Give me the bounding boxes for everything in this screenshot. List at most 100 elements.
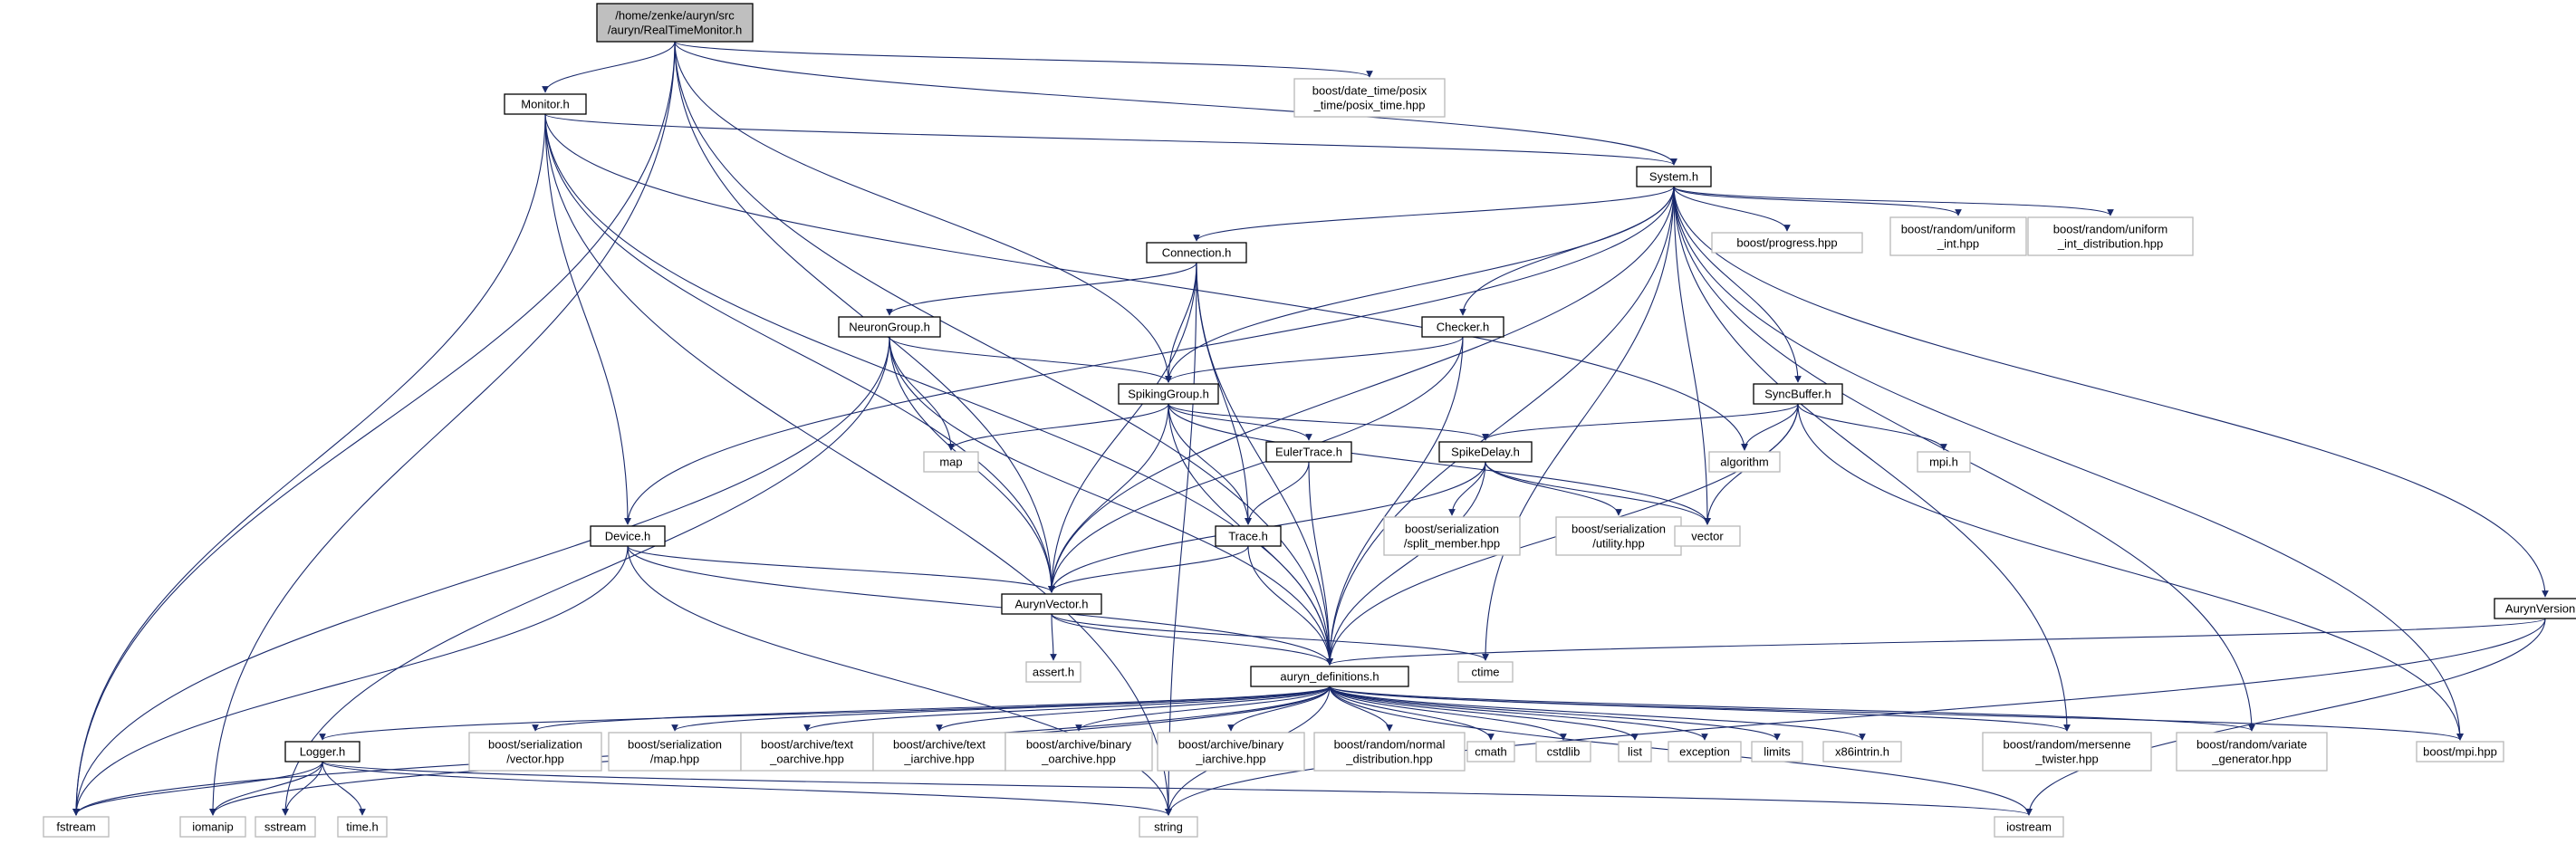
edge-defs-to-boost_mpi <box>1329 686 2464 741</box>
edge-aurynvector-to-ctime <box>1051 613 1489 661</box>
node-posix_time: boost/date_time/posix_time/posix_time.hp… <box>1293 78 1446 118</box>
node-defs[interactable]: auryn_definitions.h <box>1250 666 1409 687</box>
node-binary_iarchive-box <box>1157 732 1305 772</box>
node-list: list <box>1618 741 1652 762</box>
node-text_oarchive: boost/archive/text_oarchive.hpp <box>740 732 874 772</box>
node-checker-box <box>1421 316 1504 338</box>
node-connection-box <box>1146 242 1247 264</box>
node-split_member-label: boost/serialization <box>1405 523 1499 536</box>
node-logger-box <box>284 741 360 762</box>
node-syncbuffer[interactable]: SyncBuffer.h <box>1753 383 1843 405</box>
node-mersenne-box <box>1982 732 2152 772</box>
edge-neurongroup-to-defs <box>889 336 1333 666</box>
node-monitor[interactable]: Monitor.h <box>504 93 587 115</box>
edge-spikedelay-to-utility <box>1485 461 1622 516</box>
node-iostream-label: iostream <box>2006 820 2052 834</box>
node-mersenne-label: boost/random/mersenne <box>2004 738 2131 752</box>
node-sstream: sstream <box>255 816 316 838</box>
node-trace[interactable]: Trace.h <box>1215 525 1282 547</box>
node-vector-label: vector <box>1691 530 1724 543</box>
node-utility-label: boost/serialization <box>1572 523 1666 536</box>
edge-syncbuffer-to-algorithm <box>1741 403 1799 451</box>
edge-defs-to-list <box>1329 686 1639 741</box>
edge-system-to-ctime <box>1482 186 1675 661</box>
node-cstdlib: cstdlib <box>1535 741 1591 762</box>
edge-trace-to-aurynvector <box>1048 545 1249 593</box>
edge-root-to-spikinggroup <box>674 41 1172 383</box>
edge-system-to-mersenne <box>1673 186 2071 732</box>
node-root-label: /home/zenke/auryn/src <box>615 9 735 23</box>
node-list-label: list <box>1628 745 1642 759</box>
node-binary_oarchive-box <box>1004 732 1153 772</box>
node-neurongroup[interactable]: NeuronGroup.h <box>838 316 941 338</box>
edge-syncbuffer-to-mpi_h <box>1797 403 1947 451</box>
edge-checker-to-defs <box>1326 336 1464 666</box>
node-string-label: string <box>1154 820 1183 834</box>
node-map-box <box>923 451 979 473</box>
node-trace-label: Trace.h <box>1228 530 1268 543</box>
node-uniform_int_dist-box <box>2027 216 2194 256</box>
node-progress: boost/progress.hpp <box>1711 232 1863 254</box>
edge-system-to-boost_mpi <box>1673 186 2464 741</box>
node-normal_dist-label: _distribution.hpp <box>1345 753 1432 766</box>
node-limits-label: limits <box>1764 745 1791 759</box>
node-system[interactable]: System.h <box>1636 166 1712 187</box>
edge-system-to-syncbuffer <box>1673 186 1802 383</box>
node-mpi_h-box <box>1917 451 1971 473</box>
edge-neurongroup-to-map <box>889 336 955 451</box>
edge-root-to-posix_time <box>674 41 1373 78</box>
node-algorithm-label: algorithm <box>1720 456 1768 469</box>
edge-defs-to-limits <box>1329 686 1781 741</box>
node-spikinggroup[interactable]: SpikingGroup.h <box>1118 383 1219 405</box>
node-cstdlib-box <box>1535 741 1591 762</box>
node-aurynversion-label: AurynVersion.h <box>2505 602 2576 616</box>
node-uniform_int-label: boost/random/uniform <box>1901 223 2015 236</box>
node-checker-label: Checker.h <box>1437 321 1490 334</box>
node-aurynvector-label: AurynVector.h <box>1015 598 1089 611</box>
node-spikedelay[interactable]: SpikeDelay.h <box>1438 441 1533 463</box>
edge-spikinggroup-to-spikedelay <box>1168 403 1489 441</box>
node-algorithm: algorithm <box>1708 451 1781 473</box>
node-device-box <box>590 525 666 547</box>
edge-system-to-spikinggroup <box>1165 186 1675 383</box>
node-root[interactable]: /home/zenke/auryn/src/auryn/RealTimeMoni… <box>596 3 754 43</box>
node-iostream: iostream <box>1994 816 2064 838</box>
node-checker[interactable]: Checker.h <box>1421 316 1504 338</box>
node-eulertrace[interactable]: EulerTrace.h <box>1265 441 1352 463</box>
node-ser_vector-box <box>468 732 602 772</box>
node-limits: limits <box>1751 741 1803 762</box>
edge-root-to-iomanip <box>209 41 676 816</box>
edge-logger-to-sstream <box>282 761 323 816</box>
edge-trace-to-defs <box>1247 545 1333 666</box>
node-connection[interactable]: Connection.h <box>1146 242 1247 264</box>
nodes-layer: /home/zenke/auryn/src/auryn/RealTimeMoni… <box>43 3 2576 838</box>
node-posix_time-label: boost/date_time/posix <box>1312 84 1427 98</box>
edge-defs-to-binary_oarchive <box>1075 686 1331 732</box>
node-list-box <box>1618 741 1652 762</box>
node-aurynvector[interactable]: AurynVector.h <box>1001 593 1102 615</box>
edge-system-to-uniform_int <box>1673 186 1962 216</box>
node-utility: boost/serialization/utility.hpp <box>1555 516 1682 556</box>
edge-defs-to-exception <box>1329 686 1708 741</box>
node-device[interactable]: Device.h <box>590 525 666 547</box>
edge-checker-to-spikinggroup <box>1165 336 1464 383</box>
node-uniform_int_dist-label: boost/random/uniform <box>2053 223 2167 236</box>
node-connection-label: Connection.h <box>1162 246 1232 260</box>
node-variate-label: _generator.hpp <box>2211 753 2291 766</box>
edge-neurongroup-to-sstream <box>282 336 890 816</box>
node-mersenne-label: _twister.hpp <box>2034 753 2098 766</box>
node-variate-box <box>2176 732 2328 772</box>
edge-root-to-defs <box>674 41 1333 666</box>
edge-device-to-string <box>627 545 1172 816</box>
node-mpi_h-label: mpi.h <box>1929 456 1958 469</box>
edge-spikinggroup-to-map <box>947 403 1169 451</box>
node-logger[interactable]: Logger.h <box>284 741 360 762</box>
edge-syncbuffer-to-boost_mpi <box>1797 403 2464 741</box>
node-split_member-label: /split_member.hpp <box>1404 537 1500 551</box>
node-ser_map-box <box>608 732 742 772</box>
node-vector-box <box>1674 525 1741 547</box>
node-uniform_int: boost/random/uniform_int.hpp <box>1889 216 2027 256</box>
edge-system-to-connection <box>1193 186 1675 242</box>
node-aurynversion[interactable]: AurynVersion.h <box>2494 598 2576 619</box>
node-utility-box <box>1555 516 1682 556</box>
